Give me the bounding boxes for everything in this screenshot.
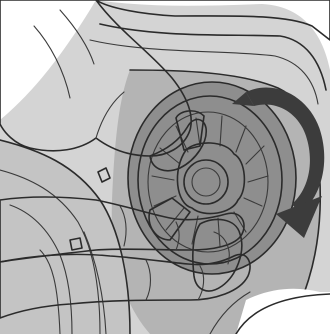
filler-cap bbox=[128, 82, 296, 274]
